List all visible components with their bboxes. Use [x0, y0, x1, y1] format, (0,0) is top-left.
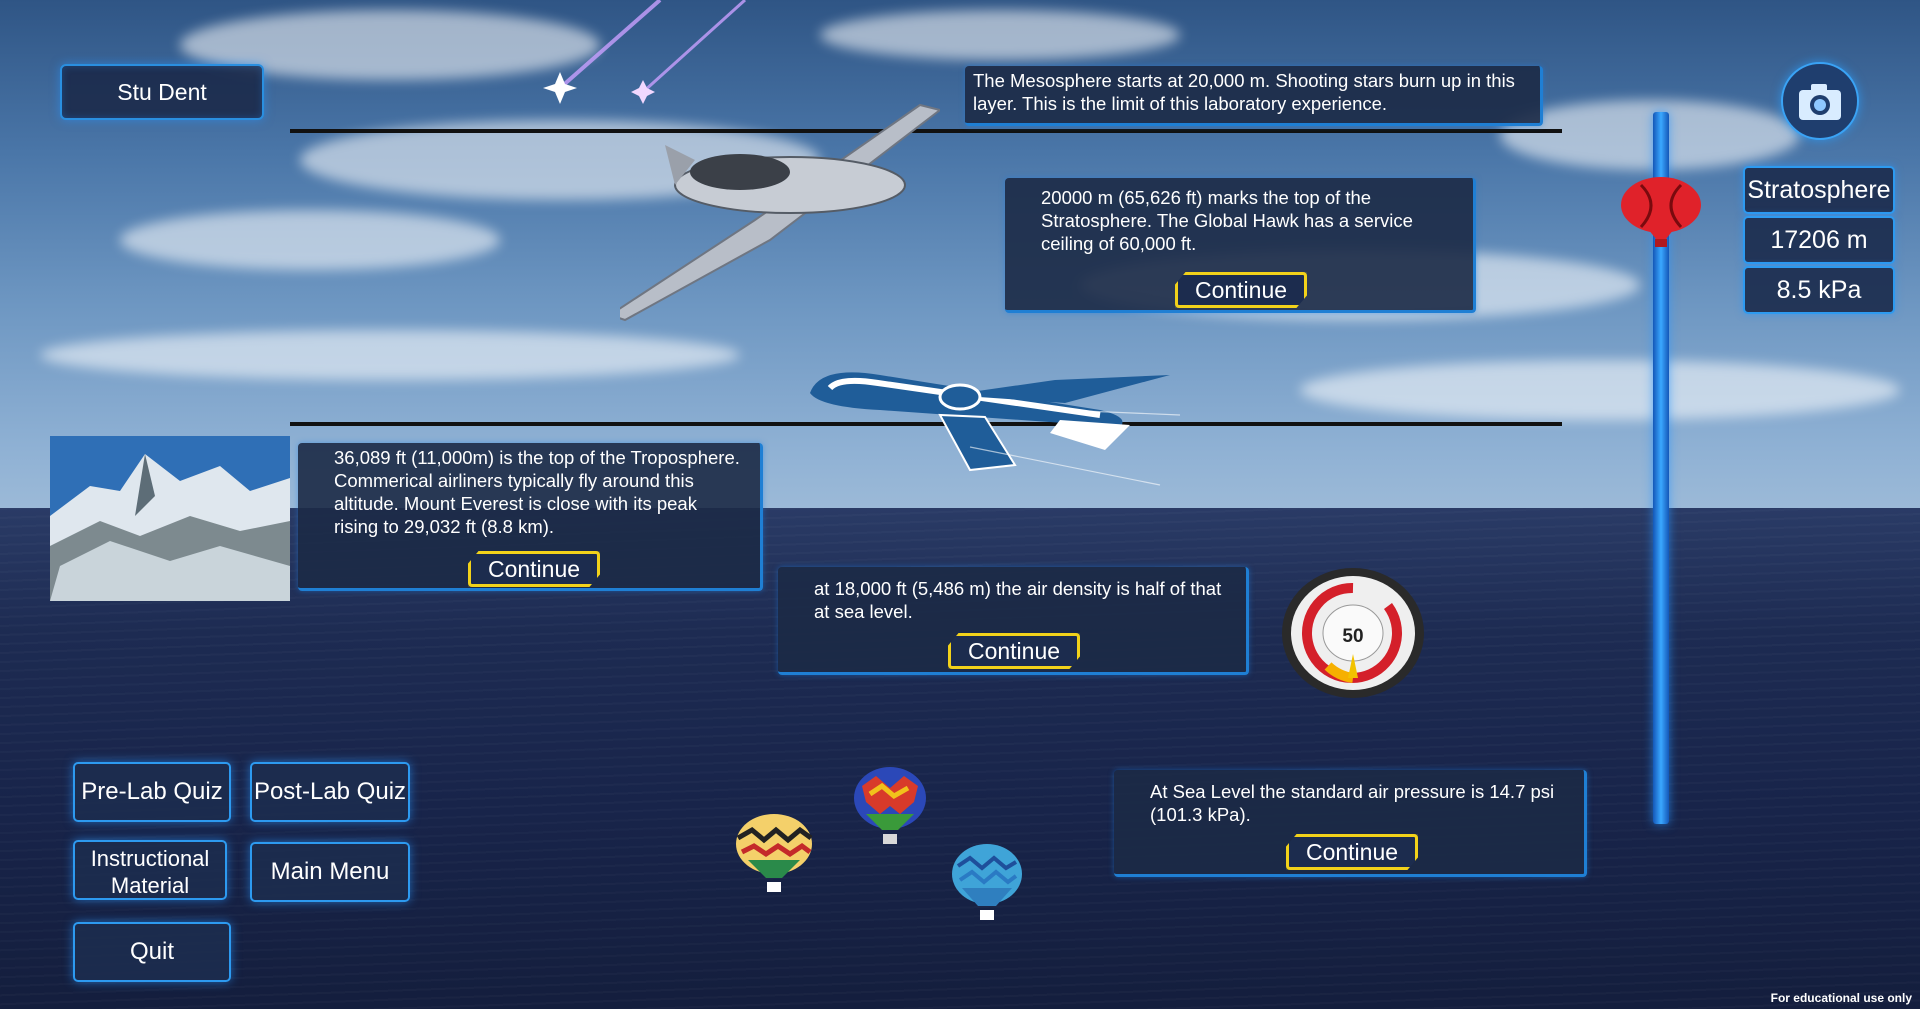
- instructional-material-button[interactable]: Instructional Material: [73, 840, 227, 900]
- sea-level-info-panel: At Sea Level the standard air pressure i…: [1114, 770, 1587, 877]
- pre-lab-quiz-button[interactable]: Pre-Lab Quiz: [73, 762, 231, 822]
- pressure-readout: 8.5 kPa: [1743, 266, 1895, 314]
- atmosphere-layer-readout: Stratosphere: [1743, 166, 1895, 214]
- hot-air-balloon-checkered: [854, 767, 926, 844]
- educational-notice: For educational use only: [1770, 991, 1912, 1005]
- pressure-gauge: 50: [1282, 568, 1424, 698]
- mount-everest-image: [50, 436, 290, 601]
- hot-air-balloon-yellow: [736, 814, 813, 892]
- sea-level-continue-button[interactable]: Continue: [1286, 834, 1418, 870]
- stratosphere-continue-button[interactable]: Continue: [1175, 272, 1307, 308]
- cloud: [1300, 360, 1900, 420]
- cloud: [820, 10, 1180, 60]
- camera-icon: [1799, 84, 1841, 120]
- user-name: Stu Dent: [117, 79, 207, 105]
- sea-level-info-text: At Sea Level the standard air pressure i…: [1150, 781, 1555, 825]
- cloud: [1500, 100, 1800, 170]
- camera-button[interactable]: [1781, 62, 1859, 140]
- mesosphere-info-text: The Mesosphere starts at 20,000 m. Shoot…: [973, 70, 1515, 114]
- stratosphere-info-text: 20000 m (65,626 ft) marks the top of the…: [1041, 187, 1413, 254]
- troposphere-info-panel: 36,089 ft (11,000m) is the top of the Tr…: [298, 443, 763, 591]
- gauge-value: 50: [1342, 626, 1363, 647]
- quit-button[interactable]: Quit: [73, 922, 231, 982]
- troposphere-info-text: 36,089 ft (11,000m) is the top of the Tr…: [334, 447, 740, 537]
- hot-air-balloon-blue: [952, 844, 1022, 920]
- user-name-panel: Stu Dent: [60, 64, 264, 120]
- stratosphere-info-panel: 20000 m (65,626 ft) marks the top of the…: [1005, 178, 1476, 313]
- post-lab-quiz-button[interactable]: Post-Lab Quiz: [250, 762, 410, 822]
- main-menu-button[interactable]: Main Menu: [250, 842, 410, 902]
- troposphere-boundary-line: [290, 422, 1562, 426]
- cloud: [120, 210, 500, 270]
- instructional-material-label-line1: Instructional: [90, 846, 210, 871]
- altitude-slider-track[interactable]: [1653, 112, 1669, 824]
- air-density-info-panel: at 18,000 ft (5,486 m) the air density i…: [778, 567, 1249, 675]
- altitude-readout: 17206 m: [1743, 216, 1895, 264]
- cloud: [40, 330, 740, 380]
- instructional-material-label-line2: Material: [110, 873, 190, 898]
- global-hawk-drone-icon: [620, 103, 940, 322]
- airliner-icon: [810, 372, 1181, 486]
- mesosphere-boundary-line: [290, 129, 1562, 133]
- air-density-info-text: at 18,000 ft (5,486 m) the air density i…: [814, 578, 1222, 622]
- mesosphere-info-panel: The Mesosphere starts at 20,000 m. Shoot…: [965, 66, 1543, 126]
- troposphere-continue-button[interactable]: Continue: [468, 551, 600, 587]
- shooting-stars-icon: [543, 0, 747, 104]
- hot-air-balloon-icon[interactable]: [1618, 175, 1704, 249]
- air-density-continue-button[interactable]: Continue: [948, 633, 1080, 669]
